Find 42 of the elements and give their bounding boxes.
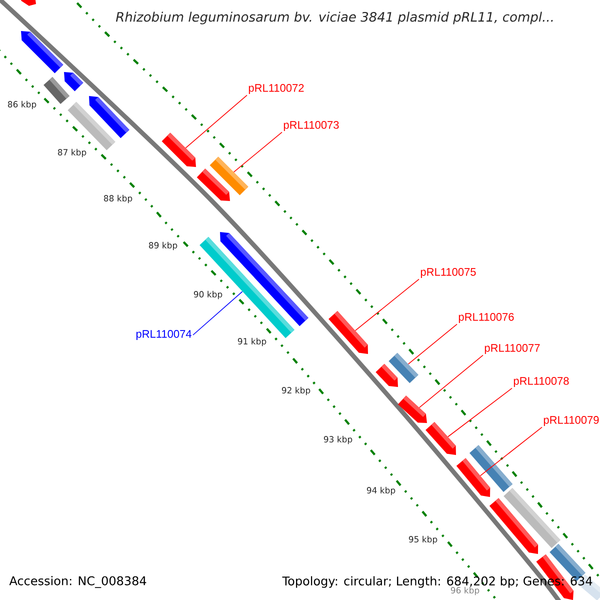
leader-line (448, 388, 512, 438)
scale-label: 90 kbp (192, 290, 224, 300)
scale-label: 93 kbp (322, 434, 354, 446)
leader-line (418, 354, 484, 408)
gene-block (456, 458, 490, 497)
gene-block (20, 0, 36, 6)
gene-block (162, 132, 196, 167)
gene-label: pRL110074 (136, 330, 192, 340)
leader-line (233, 132, 282, 172)
gene-label: pRL110072 (248, 84, 304, 94)
gene-block (64, 72, 84, 92)
scale-label: 94 kbp (365, 486, 397, 496)
scale-label: 88 kbp (102, 194, 134, 204)
gene-block (376, 364, 398, 387)
gene-block (68, 102, 116, 150)
gene-block (196, 168, 230, 201)
gene-block (398, 396, 427, 423)
scale-label: 86 kbp (6, 100, 38, 110)
scale-label: 96 kbp (449, 586, 481, 596)
gene-block (21, 31, 64, 74)
gene-label: pRL110078 (514, 377, 569, 387)
gene-block (328, 311, 368, 354)
leader-line (408, 324, 458, 364)
gene-label: pRL110076 (458, 313, 514, 323)
gene-block (44, 77, 70, 104)
gene-block (426, 422, 456, 455)
leader-line (354, 278, 420, 331)
leader-line (185, 94, 248, 148)
accession-text: Accession: NC_008384 (9, 576, 146, 588)
scale-label: 91 kbp (236, 336, 268, 348)
scale-label: 92 kbp (280, 386, 312, 396)
gene-label: pRL110079 (544, 416, 599, 426)
title: Rhizobium leguminosarum bv. viciae 3841 plasmid pRL11, compl... (116, 12, 553, 24)
gene-label: pRL110075 (420, 268, 476, 278)
scale-label: 87 kbp (56, 148, 88, 158)
leader-line (480, 426, 542, 476)
gene-label: pRL110077 (484, 344, 540, 354)
gene-block (489, 498, 538, 554)
scale-label: 95 kbp (407, 534, 439, 546)
scale-label: 89 kbp (147, 240, 179, 252)
leader-line (192, 291, 243, 336)
gene-label: pRL110073 (284, 121, 339, 131)
